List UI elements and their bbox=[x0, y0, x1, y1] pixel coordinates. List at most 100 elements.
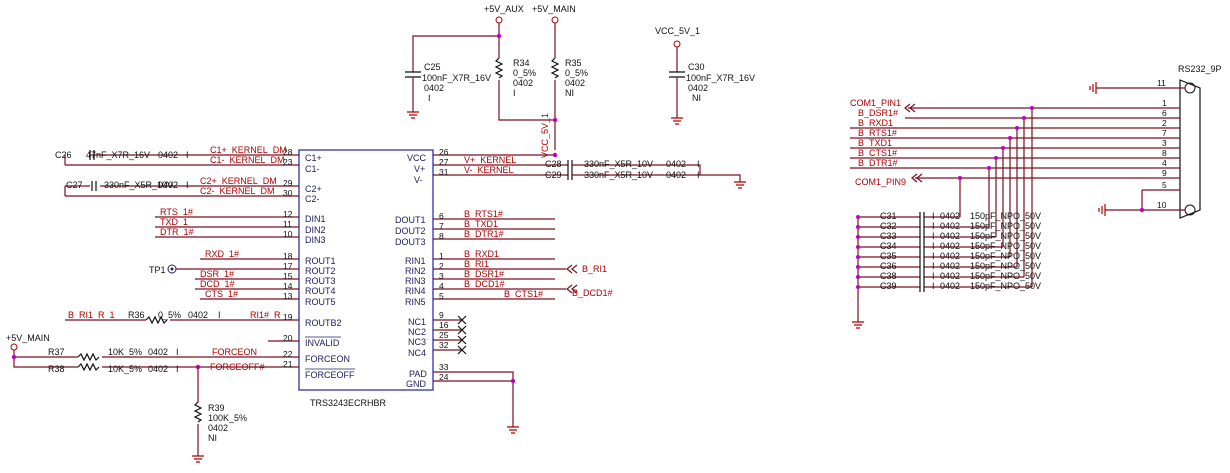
pin-rout2-num: 17 bbox=[283, 261, 293, 271]
c30-ref: C30 bbox=[688, 62, 705, 72]
pin-din2-num: 11 bbox=[283, 219, 292, 229]
c25-value: 100nF_X7R_16V bbox=[422, 73, 491, 83]
pin-routb2-num: 19 bbox=[283, 312, 293, 322]
c28-capacitor-icon bbox=[567, 160, 573, 170]
mount-pin-11: 11 bbox=[1157, 78, 1166, 88]
c29-fit: I bbox=[697, 170, 700, 180]
r39-value: 100K_5% bbox=[208, 413, 247, 423]
net-rin5: B_CTS1# bbox=[504, 289, 543, 299]
pin-c2p-name: C2+ bbox=[305, 184, 322, 194]
offpage-arrow-icon bbox=[911, 173, 923, 183]
r38-package: 0402 bbox=[148, 364, 168, 374]
pin-rin3-num: 3 bbox=[439, 271, 444, 281]
conn-pin-3: 3 bbox=[1162, 138, 1167, 148]
c39-capacitor-icon bbox=[919, 282, 925, 292]
net-rout4: DCD_1# bbox=[200, 279, 235, 289]
junction-dot bbox=[856, 215, 860, 219]
offpage-b-ri1: B_RI1 bbox=[582, 264, 607, 274]
ic-body bbox=[298, 149, 434, 391]
junction-dot bbox=[994, 156, 998, 160]
ground-icon bbox=[507, 426, 519, 434]
c31-fit: I bbox=[932, 211, 935, 221]
pin-din2-name: DIN2 bbox=[305, 225, 326, 235]
esd-cap-c32: C32 I 0402 150pF_NPO_50V bbox=[856, 221, 1041, 232]
pin-wire-pad bbox=[433, 371, 514, 427]
r34-resistor-icon bbox=[494, 57, 504, 79]
net-rout5: CTS_1# bbox=[205, 289, 238, 299]
r38-ref: R38 bbox=[48, 364, 65, 374]
net-vminus: V-_KERNEL bbox=[464, 165, 514, 175]
c27-ref: C27 bbox=[66, 180, 83, 190]
c32-fit: I bbox=[932, 221, 935, 231]
db9-connector-icon bbox=[1179, 79, 1201, 219]
r38-value: 10K_5% bbox=[108, 364, 142, 374]
forceoff-pullup-wire bbox=[13, 350, 78, 368]
r37-ref: R37 bbox=[48, 347, 65, 357]
ic-trs3243: TRS3243ECRHBR C1+ 28 C1+_KERNEL_DM C1- 2… bbox=[6, 145, 746, 463]
ground-icon bbox=[1098, 204, 1106, 216]
junction-dot bbox=[856, 265, 860, 269]
net-rin1: B_RXD1 bbox=[464, 249, 499, 259]
r35-resistor-icon bbox=[550, 57, 560, 79]
r34-package: 0402 bbox=[513, 78, 533, 88]
pin-rin1-num: 1 bbox=[439, 251, 444, 261]
esd-cap-c31: C31 I 0402 150pF_NPO_50V bbox=[856, 211, 1041, 222]
junction-dot bbox=[552, 117, 558, 123]
pin-rin1-name: RIN1 bbox=[405, 256, 426, 266]
pin-rin2-num: 2 bbox=[439, 261, 444, 271]
c27-package: 0402 bbox=[158, 180, 178, 190]
c36-value: 150pF_NPO_50V bbox=[970, 261, 1041, 271]
c32-value: 150pF_NPO_50V bbox=[970, 221, 1041, 231]
junction-dot bbox=[856, 235, 860, 239]
pin-c2p-num: 29 bbox=[283, 178, 293, 188]
r39-package: 0402 bbox=[208, 423, 228, 433]
conn-pin-8: 8 bbox=[1162, 148, 1167, 158]
pin-rin4-num: 4 bbox=[439, 281, 444, 291]
c27-fit: I bbox=[186, 180, 189, 190]
pin-rout4-num: 14 bbox=[283, 281, 293, 291]
junction-dot bbox=[496, 33, 502, 39]
pin-vcc-num: 26 bbox=[439, 147, 449, 157]
pin-rin5-name: RIN5 bbox=[405, 297, 426, 307]
c25-fit: I bbox=[428, 93, 431, 103]
pin-rin4-name: RIN4 bbox=[405, 286, 426, 296]
pin-c1m-name: C1- bbox=[305, 164, 320, 174]
r34-ref: R34 bbox=[513, 58, 530, 68]
c26-ref: C26 bbox=[55, 150, 72, 160]
c28-value: 330nF_X5R_10V bbox=[584, 159, 653, 169]
pin-gnd-num: 24 bbox=[439, 372, 449, 382]
c25-capacitor-icon bbox=[405, 71, 421, 78]
pin-dout2-name: DOUT2 bbox=[395, 226, 426, 236]
pin-rin5-num: 5 bbox=[439, 291, 444, 301]
c28-ref: C28 bbox=[545, 159, 562, 169]
pin-dout3-num: 8 bbox=[439, 231, 444, 241]
pin-forceoff-name: FORCEOFF bbox=[305, 370, 355, 380]
pin-dout3-name: DOUT3 bbox=[395, 237, 426, 247]
connector-name: RS232_9P bbox=[1178, 64, 1222, 74]
no-connect-icon bbox=[457, 315, 467, 325]
pin-nc4-num: 32 bbox=[439, 340, 449, 350]
r38-fit: I bbox=[176, 364, 179, 374]
c38-fit: I bbox=[932, 271, 935, 281]
pin-invalid-name: INVALID bbox=[305, 338, 340, 348]
offpage-arrow-icon bbox=[566, 264, 578, 274]
junction-dot bbox=[1022, 116, 1026, 120]
b-ri1-r1-net: B_RI1_R_1 bbox=[68, 310, 115, 320]
r39-fit: NI bbox=[208, 433, 217, 443]
net-forceoff: FORCEOFF# bbox=[210, 362, 265, 372]
c31-package: 0402 bbox=[940, 211, 960, 221]
pin-forceoff-num: 21 bbox=[283, 359, 293, 369]
c34-capacitor-icon bbox=[919, 242, 925, 252]
conn-pin-5: 5 bbox=[1162, 180, 1167, 190]
pin-rout1-name: ROUT1 bbox=[305, 256, 336, 266]
junction-dot bbox=[1008, 136, 1012, 140]
net-forceon: FORCEON bbox=[212, 347, 257, 357]
c31-capacitor-icon bbox=[919, 212, 925, 222]
rs232-section: RS232_9P 11 10 1 6 2 7 3 8 4 9 bbox=[850, 64, 1222, 329]
aux-wire bbox=[412, 23, 500, 72]
junction-dot bbox=[856, 285, 860, 289]
vcc1-symbol bbox=[673, 40, 681, 48]
net-vplus: V+_KERNEL bbox=[464, 155, 516, 165]
net-din3: DTR_1# bbox=[160, 227, 194, 237]
